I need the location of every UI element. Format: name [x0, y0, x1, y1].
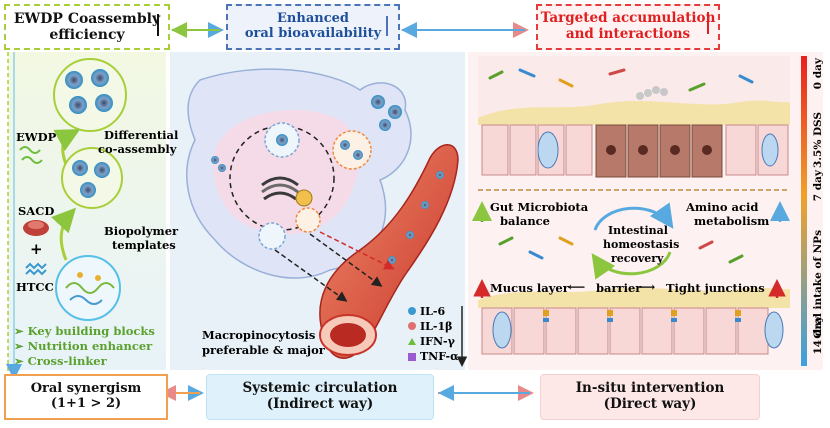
header-oral-box: Enhanced oral bioavailability: [226, 4, 400, 50]
bullet-item: ➢ Cross-linker: [14, 354, 107, 368]
label-differential-1: Differential: [104, 128, 179, 142]
bottom-systemic-line1: Systemic circulation: [242, 380, 398, 397]
label-intestinal-3: recovery: [611, 252, 664, 265]
timeline-day0: 0 day: [812, 58, 824, 90]
cytokine-tnfa: TNF-α: [420, 350, 459, 363]
bullet-item: ➢ Nutrition enhancer: [14, 339, 153, 353]
label-gut-1: Gut Microbiota: [490, 200, 589, 214]
bullet-item: ➢ Key building blocks: [14, 324, 155, 338]
label-biopolymer-1: Biopolymer: [104, 224, 179, 238]
arrow-up-ewdp: [157, 14, 159, 36]
bottom-insitu-line1: In-situ intervention: [575, 380, 725, 397]
arrow-up-targeted: [707, 12, 709, 34]
bottom-synergism-box: Oral synergism (1+1 > 2): [4, 374, 168, 420]
bullet-nutrition: Nutrition enhancer: [27, 339, 153, 353]
label-barrier: barrier: [596, 281, 642, 295]
bullet-list: ➢ Key building blocks ➢ Nutrition enhanc…: [14, 324, 155, 369]
label-amino-2: metabolism: [694, 214, 770, 228]
timeline-day14: 14 day: [812, 316, 824, 355]
label-intestinal-1: Intestinal: [608, 224, 668, 237]
label-macro-2: preferable & major: [202, 343, 325, 357]
bottom-systemic-box: Systemic circulation (Indirect way): [206, 374, 434, 420]
timeline-dss: 3.5% DSS: [812, 112, 824, 168]
label-tight: Tight junctions: [666, 281, 765, 295]
label-gut-2: balance: [500, 214, 550, 228]
bottom-insitu-box: In-situ intervention (Direct way): [540, 374, 760, 420]
header-ewdp-line2: efficiency: [49, 27, 125, 43]
cytokine-il1b: IL-1β: [420, 320, 453, 333]
label-ewdp: EWDP: [16, 130, 57, 144]
header-targeted-line2: and interactions: [565, 26, 691, 42]
label-plus: +: [30, 240, 43, 258]
label-barrier-arrow-right: ⟶: [638, 280, 656, 294]
header-oral-line2: oral bioavailability: [244, 26, 382, 41]
label-macro-1: Macropinocytosis: [202, 328, 316, 342]
arrow-up-oral: [386, 16, 388, 36]
label-sacd: SACD: [18, 204, 55, 218]
label-differential-2: co-assembly: [98, 142, 177, 156]
header-ewdp-line1: EWDP Coassembly: [13, 10, 161, 27]
bottom-systemic-line2: (Indirect way): [266, 396, 374, 412]
header-targeted-box: Targeted accumulation and interactions: [536, 4, 720, 50]
label-biopolymer-2: templates: [112, 238, 176, 252]
bottom-synergism-line1: Oral synergism: [30, 381, 142, 397]
label-amino-1: Amino acid: [686, 200, 759, 214]
label-htcc: HTCC: [16, 280, 54, 294]
label-mucus: Mucus layer: [490, 281, 569, 295]
header-oral-line1: Enhanced: [277, 11, 349, 27]
header-ewdp-box: EWDP Coassembly efficiency: [4, 4, 170, 50]
cytokine-il6: IL-6: [420, 305, 446, 318]
header-targeted-line1: Targeted accumulation: [540, 10, 716, 27]
cytokine-ifng: IFN-γ: [420, 335, 455, 348]
cytokine-legend: IL-6 IL-1β IFN-γ TNF-α: [420, 304, 459, 364]
bullet-key-building: Key building blocks: [27, 324, 155, 338]
timeline-day7: 7 day: [812, 170, 824, 202]
bottom-synergism-line2: (1+1 > 2): [50, 396, 122, 411]
bottom-insitu-line2: (Direct way): [603, 396, 697, 412]
bullet-cross-linker: Cross-linker: [27, 354, 107, 368]
label-barrier-arrow-left: ⟵: [568, 280, 586, 294]
label-intestinal-2: homeostasis: [603, 238, 680, 251]
